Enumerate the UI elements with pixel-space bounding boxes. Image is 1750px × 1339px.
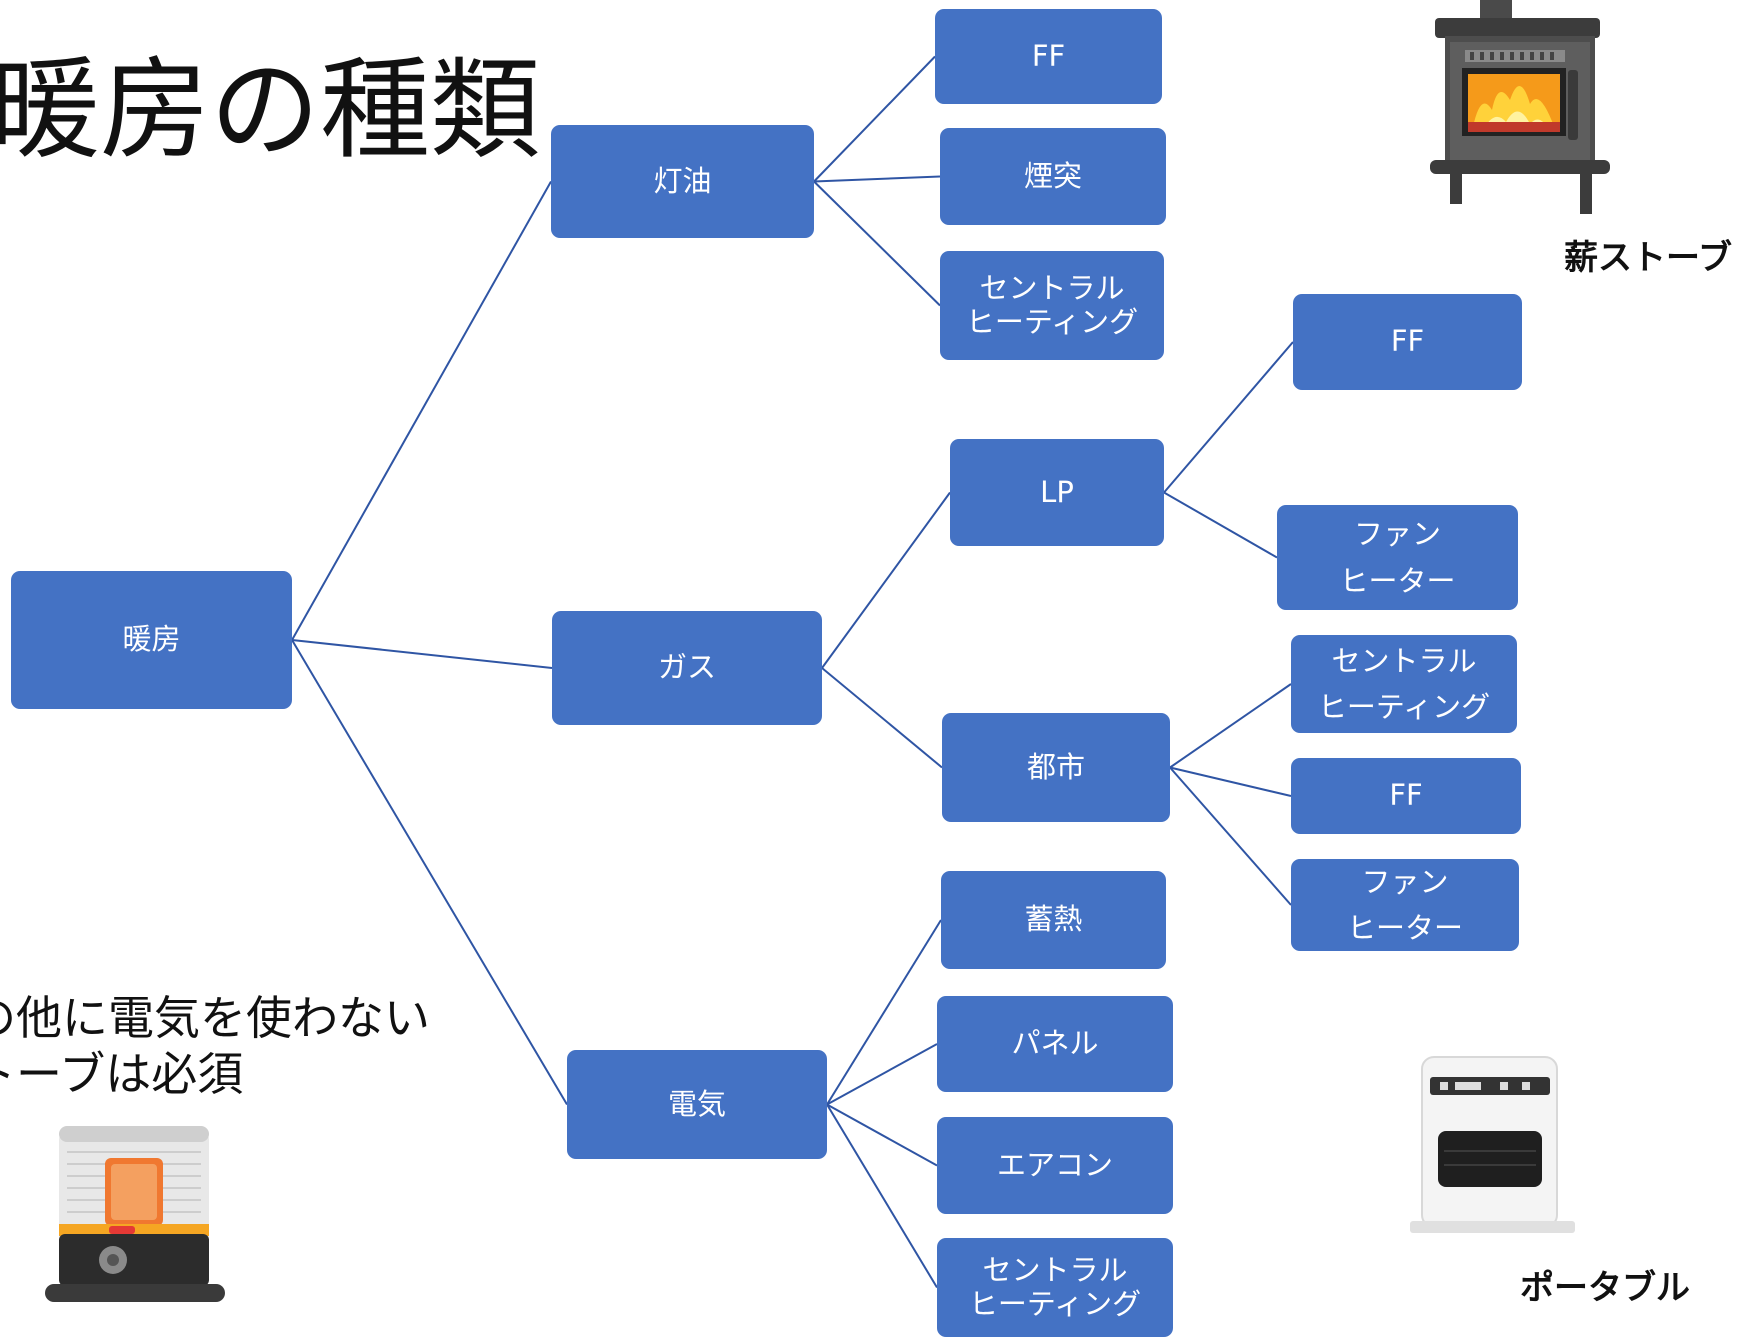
connector-node-gas-lp-to-node-lp-ff (1163, 341, 1294, 494)
portable-caption: ポータブル (1520, 1268, 1690, 1308)
connector-node-gas-to-node-gas-lp (821, 491, 951, 669)
connector-node-kerosene-to-node-kerosene-ff (813, 55, 936, 183)
page-title: 暖房の種類 (0, 46, 540, 174)
node-electric-central-heating: セントラル ヒーティング (937, 1238, 1173, 1337)
kerosene-heater-illustration (45, 1126, 225, 1302)
connector-node-electric-to-node-electric-panel (826, 1043, 938, 1106)
node-gas-lp: LP (950, 439, 1164, 546)
connector-node-electric-to-node-electric-aircon (826, 1103, 938, 1167)
node-city-central-heating: セントラル ヒーティング (1291, 635, 1517, 733)
node-electric: 電気 (567, 1050, 827, 1159)
connector-node-heating-to-node-electric (291, 639, 568, 1106)
wood-stove-illustration (1430, 0, 1610, 214)
connector-node-electric-to-node-electric-storage (826, 919, 942, 1106)
connector-node-gas-city-to-node-city-central-heating (1169, 683, 1292, 769)
connector-node-gas-city-to-node-city-ff (1169, 766, 1292, 797)
note-text: の他に電気を使わない トーブは必須 (0, 991, 430, 1102)
connector-node-electric-to-node-electric-central-heating (826, 1103, 938, 1289)
node-kerosene: 灯油 (551, 125, 814, 238)
connector-node-heating-to-node-gas (291, 639, 553, 669)
node-heating: 暖房 (11, 571, 292, 709)
node-electric-panel: パネル (937, 996, 1173, 1092)
connector-node-gas-to-node-gas-city (821, 667, 943, 769)
node-electric-storage: 蓄熱 (941, 871, 1166, 969)
node-kerosene-ff: FF (935, 9, 1162, 104)
node-kerosene-central-heating: セントラル ヒーティング (940, 251, 1164, 360)
node-kerosene-chimney: 煙突 (940, 128, 1166, 225)
node-lp-ff: FF (1293, 294, 1522, 390)
connector-node-kerosene-to-node-kerosene-chimney (813, 175, 941, 183)
node-gas-city: 都市 (942, 713, 1170, 822)
node-lp-fan-heater: ファン ヒーター (1277, 505, 1518, 610)
connector-node-heating-to-node-kerosene (291, 181, 552, 641)
node-gas: ガス (552, 611, 822, 725)
node-city-fan-heater: ファン ヒーター (1291, 859, 1519, 951)
node-electric-aircon: エアコン (937, 1117, 1173, 1214)
connector-node-kerosene-to-node-kerosene-central-heating (813, 180, 941, 307)
node-city-ff: FF (1291, 758, 1521, 834)
connector-node-gas-lp-to-node-lp-fan-heater (1163, 491, 1278, 559)
portable-heater-illustration (1410, 1056, 1575, 1233)
connector-node-gas-city-to-node-city-fan-heater (1169, 766, 1292, 906)
wood-stove-caption: 薪ストーブ (1564, 238, 1732, 278)
